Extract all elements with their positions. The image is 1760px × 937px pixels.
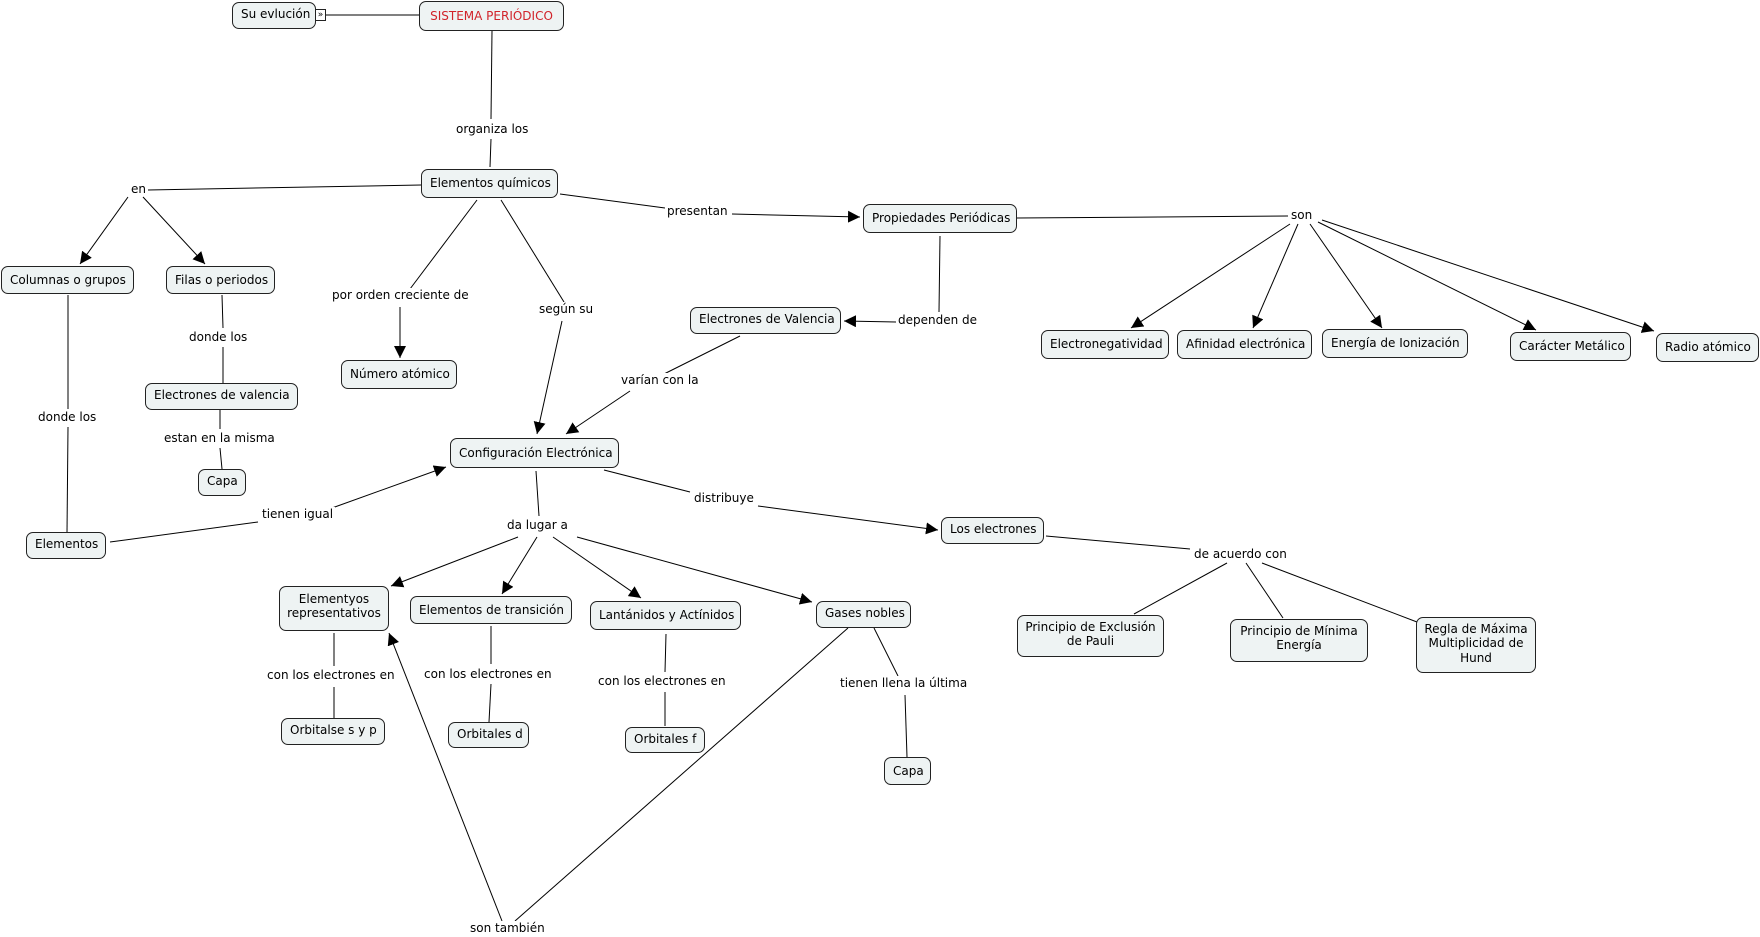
link-donde-los-columnas: donde los xyxy=(36,410,99,425)
concept-lantanidos-y-actinidos[interactable]: Lantánidos y Actínidos xyxy=(590,601,741,630)
concept-elementos-de-transicion[interactable]: Elementos de transición xyxy=(410,596,572,624)
link-organiza-los: organiza los xyxy=(454,122,531,137)
concept-orbitales-d[interactable]: Orbitales d xyxy=(448,722,529,748)
concept-radio-atomico[interactable]: Radio atómico xyxy=(1656,333,1759,362)
concept-su-evolucion[interactable]: Su evlución xyxy=(232,2,316,29)
concept-principio-minima-energia[interactable]: Principio de Mínima Energía xyxy=(1230,619,1368,662)
linked-map-icon[interactable]: » xyxy=(315,9,326,21)
link-de-acuerdo-con: de acuerdo con xyxy=(1192,547,1289,562)
link-donde-los-filas: donde los xyxy=(187,330,250,345)
concept-energia-de-ionizacion[interactable]: Energía de Ionización xyxy=(1322,329,1468,358)
link-varian-con-la: varían con la xyxy=(619,373,701,388)
concept-propiedades-periodicas[interactable]: Propiedades Periódicas xyxy=(863,204,1017,233)
link-con-electrones-f: con los electrones en xyxy=(596,674,728,689)
concept-configuracion-electronica[interactable]: Configuración Electrónica xyxy=(450,438,619,468)
link-en: en xyxy=(129,182,148,197)
link-segun-su: según su xyxy=(537,302,596,317)
concept-principio-exclusion-pauli[interactable]: Principio de Exclusión de Pauli xyxy=(1017,615,1164,657)
link-tienen-igual: tienen igual xyxy=(260,507,336,522)
concept-numero-atomico[interactable]: Número atómico xyxy=(341,360,457,389)
concept-capa[interactable]: Capa xyxy=(198,469,246,496)
link-distribuye: distribuye xyxy=(692,491,756,506)
concept-los-electrones[interactable]: Los electrones xyxy=(941,517,1044,544)
concept-sistema-periodico[interactable]: SISTEMA PERIÓDICO xyxy=(419,1,564,31)
link-son: son xyxy=(1289,208,1315,223)
link-por-orden-creciente: por orden creciente de xyxy=(330,288,471,303)
concept-elementos-representativos[interactable]: Elementyos representativos xyxy=(279,586,389,631)
concept-orbitales-s-y-p[interactable]: Orbitalse s y p xyxy=(281,718,385,745)
link-son-tambien: son también xyxy=(468,921,547,936)
concept-elementos[interactable]: Elementos xyxy=(26,532,106,559)
link-con-electrones-sp: con los electrones en xyxy=(265,668,397,683)
concept-orbitales-f[interactable]: Orbitales f xyxy=(625,727,705,753)
concept-afinidad-electronica[interactable]: Afinidad electrónica xyxy=(1177,330,1312,359)
concept-regla-hund[interactable]: Regla de Máxima Multiplicidad de Hund xyxy=(1416,617,1536,673)
concept-columnas-o-grupos[interactable]: Columnas o grupos xyxy=(1,266,134,294)
link-da-lugar-a: da lugar a xyxy=(505,518,570,533)
concept-electrones-de-valencia-upper[interactable]: Electrones de Valencia xyxy=(690,307,841,334)
concept-electrones-de-valencia[interactable]: Electrones de valencia xyxy=(145,383,298,410)
link-estan-en-la-misma: estan en la misma xyxy=(162,431,277,446)
link-dependen-de: dependen de xyxy=(896,313,980,328)
concept-gases-nobles[interactable]: Gases nobles xyxy=(816,601,911,628)
link-tienen-llena-la-ultima: tienen llena la última xyxy=(838,676,970,691)
concept-elementos-quimicos[interactable]: Elementos químicos xyxy=(421,169,558,198)
link-presentan: presentan xyxy=(665,204,730,219)
concept-caracter-metalico[interactable]: Carácter Metálico xyxy=(1510,332,1631,361)
concept-electronegatividad[interactable]: Electronegatividad xyxy=(1041,330,1169,359)
concept-capa-2[interactable]: Capa xyxy=(884,757,931,785)
concept-filas-o-periodos[interactable]: Filas o periodos xyxy=(166,266,275,294)
link-con-electrones-d: con los electrones en xyxy=(422,667,554,682)
